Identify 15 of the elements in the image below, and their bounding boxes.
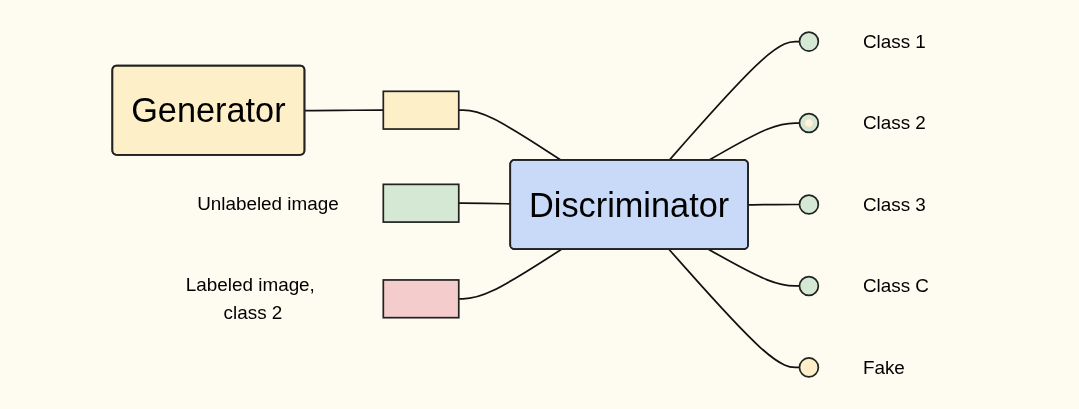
node-circle	[798, 31, 820, 52]
node-label: Class 2	[862, 112, 926, 134]
node-label: Class C	[862, 275, 929, 297]
node-label: Fake	[862, 356, 905, 379]
node-box	[382, 183, 460, 223]
node-circle	[798, 112, 820, 134]
node-box	[382, 279, 460, 319]
node-box	[382, 90, 460, 130]
node-label: Labeled image, class 2	[185, 273, 315, 324]
node-label: Unlabeled image	[197, 192, 339, 214]
node-circle	[798, 275, 820, 297]
node-circle	[798, 194, 820, 215]
node-circle	[798, 357, 820, 378]
node-label: Class 3	[862, 193, 926, 216]
node-label: Class 1	[862, 30, 926, 53]
